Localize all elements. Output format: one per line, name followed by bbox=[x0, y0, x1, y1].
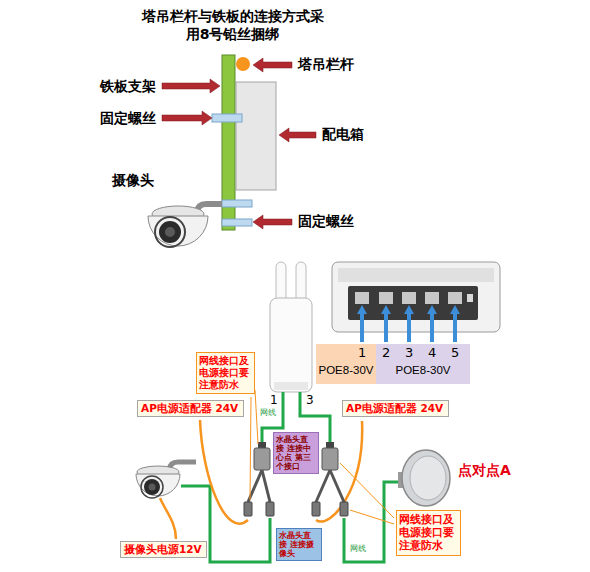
port-number: 1 bbox=[358, 345, 366, 361]
camera-lens bbox=[165, 227, 175, 237]
poe-injector bbox=[322, 448, 338, 470]
pointer-arrow bbox=[253, 215, 292, 229]
pointer-arrow bbox=[253, 58, 292, 72]
switch-port bbox=[425, 292, 439, 304]
switch-body bbox=[332, 262, 500, 332]
pointer-arrow bbox=[279, 128, 316, 142]
switch-panel bbox=[348, 286, 478, 320]
connection-note: 水晶头直接 连接摄像头 bbox=[276, 528, 322, 561]
link-label: 点对点A bbox=[458, 462, 511, 479]
part-label: 摄像头 bbox=[112, 172, 154, 189]
camera-lens bbox=[144, 479, 160, 495]
bridge-dish bbox=[410, 456, 446, 500]
port-arrow bbox=[404, 305, 414, 342]
injector-plug bbox=[340, 502, 348, 516]
part-label: 固定螺丝 bbox=[100, 110, 156, 127]
leader-line bbox=[255, 390, 258, 444]
port-number: 3 bbox=[405, 345, 413, 361]
fixing-screw bbox=[222, 219, 252, 226]
injector-plug bbox=[258, 442, 266, 448]
connection-note: 水晶头直接 连接中心点 第三个接口 bbox=[273, 432, 319, 474]
diagram-title: 塔吊栏杆与铁板的连接方式采 用8号铅丝捆绑 bbox=[138, 8, 327, 43]
cable-label: 网线 bbox=[260, 408, 276, 418]
camera-dome bbox=[148, 216, 208, 246]
camera-ir-ring bbox=[155, 217, 185, 247]
injector-plug bbox=[244, 502, 252, 516]
box-text: POE8-30V bbox=[378, 364, 468, 378]
bridge-dish bbox=[402, 450, 450, 506]
leader-line bbox=[340, 463, 394, 518]
port-number: 1 bbox=[270, 393, 278, 407]
fixing-screw bbox=[222, 200, 252, 207]
power-cable bbox=[316, 421, 362, 522]
switch-port bbox=[355, 292, 369, 304]
port-arrow bbox=[450, 305, 460, 342]
box-text: 网线接口及 电源接口要 注意防水 bbox=[399, 513, 456, 553]
injector-plug bbox=[266, 502, 274, 516]
injector-plug bbox=[312, 502, 320, 516]
switch-lid bbox=[338, 268, 494, 282]
poe-injector bbox=[254, 448, 270, 470]
port-arrow bbox=[381, 305, 391, 342]
power-cable bbox=[200, 420, 248, 524]
part-label: 铁板支架 bbox=[100, 78, 156, 95]
waterproof-callout: 网线接口及 电源接口要 注意防水 bbox=[396, 510, 461, 556]
ap-base bbox=[274, 382, 308, 390]
box-text: 水晶头直接 连接摄像头 bbox=[279, 531, 318, 558]
crane-railing bbox=[236, 57, 250, 71]
box-text: AP电源适配器 24V bbox=[346, 402, 445, 415]
adapter-callout: AP电源适配器 24V bbox=[137, 400, 244, 417]
injector-lead bbox=[330, 470, 344, 502]
network-cable bbox=[344, 482, 400, 562]
fixing-screw bbox=[212, 114, 242, 122]
switch-jack bbox=[467, 294, 473, 302]
port-number: 5 bbox=[451, 345, 459, 361]
port-number: 2 bbox=[382, 345, 390, 361]
camera-lens bbox=[149, 484, 156, 491]
part-label: 塔吊栏杆 bbox=[298, 56, 354, 73]
part-label: 固定螺丝 bbox=[298, 213, 354, 230]
box-text: AP电源适配器 24V bbox=[141, 402, 240, 415]
power-callout: 摄像头电源12V bbox=[120, 541, 207, 558]
part-label: 配电箱 bbox=[322, 126, 364, 143]
ap-body bbox=[270, 298, 312, 392]
injector-lead bbox=[316, 470, 330, 502]
switch-port bbox=[402, 292, 416, 304]
poe-port-band: POE8-30V bbox=[316, 344, 376, 384]
leader-line bbox=[250, 397, 251, 500]
distribution-box bbox=[236, 82, 276, 190]
port-arrow bbox=[357, 305, 367, 342]
camera-lens bbox=[159, 221, 181, 243]
box-text: 摄像头电源12V bbox=[124, 543, 203, 556]
port-arrow bbox=[427, 305, 437, 342]
leader-line bbox=[350, 510, 394, 524]
pointer-arrow bbox=[162, 79, 220, 93]
injector-plug bbox=[326, 442, 334, 448]
port-number: 3 bbox=[306, 393, 314, 407]
injector-lead bbox=[262, 470, 270, 502]
box-text: POE8-30V bbox=[318, 364, 374, 378]
switch-port bbox=[379, 292, 393, 304]
box-text: 水晶头直接 连接中心点 第三个接口 bbox=[276, 435, 315, 471]
box-text: 网线接口及 电源接口要 注意防水 bbox=[199, 355, 251, 391]
camera-ir-ring bbox=[141, 476, 163, 498]
power-cable bbox=[160, 498, 176, 539]
adapter-callout: AP电源适配器 24V bbox=[342, 400, 449, 417]
port-number: 4 bbox=[428, 345, 436, 361]
waterproof-callout: 网线接口及 电源接口要 注意防水 bbox=[196, 352, 255, 394]
pointer-arrow bbox=[162, 111, 212, 125]
cable-label: 网线 bbox=[350, 544, 366, 554]
switch-port bbox=[448, 292, 462, 304]
